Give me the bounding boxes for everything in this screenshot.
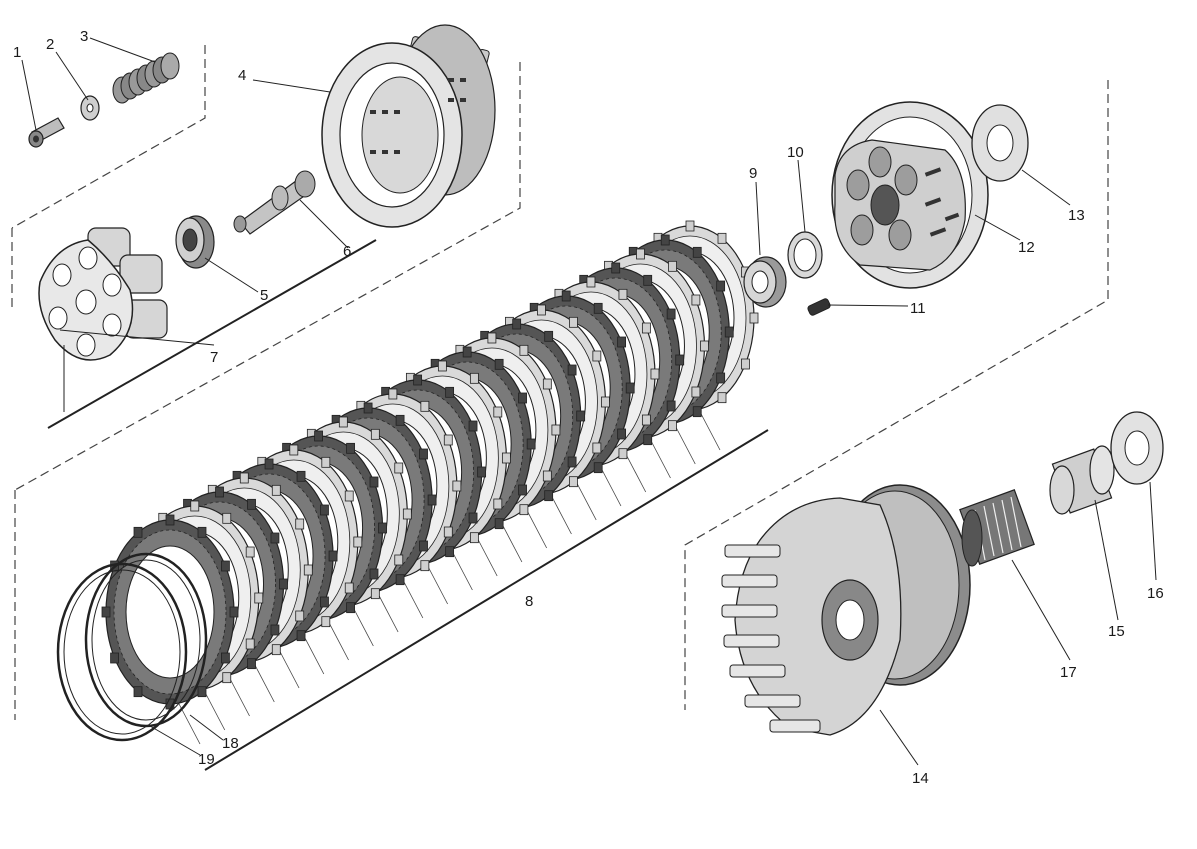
leader-lines [21,37,1157,766]
plate-hatch-line [450,547,473,591]
part-7-pressure-plate [38,227,168,361]
callout-1: 1 [13,44,21,61]
plate-hatch-line [202,687,226,731]
part-5-bearing [175,215,215,269]
plate-hatch-line [276,645,300,689]
plate-hatch-line [648,435,671,479]
callout-16: 16 [1147,585,1164,602]
part-14-clutch-housing [721,484,971,736]
part-11-spring [807,298,831,316]
plate-hatch-line [524,505,548,549]
group-outlines [11,45,1109,720]
part-10-lock-washer [787,231,823,279]
callout-12: 12 [1018,239,1035,256]
callout-14: 14 [912,770,929,787]
part-16-washer [1110,411,1164,485]
plate-hatch-line [326,617,349,661]
plate-hatch-line [549,491,572,535]
plate-hatch-line [573,477,597,521]
part-19-ring [56,562,188,742]
callout-13: 13 [1068,207,1085,224]
plate-hatch-line [623,449,647,493]
part-18-ring [84,552,208,728]
bracket-8 [204,429,769,771]
callout-17: 17 [1060,664,1077,681]
callout-2: 2 [46,36,54,53]
callout-18: 18 [222,735,239,752]
part-6-pushrod [233,170,316,235]
part-2-washer [80,95,100,121]
callout-7: 7 [210,349,218,366]
group-outline-top-right [14,62,521,491]
group-outline-hub [684,80,1109,710]
part-1-bolt [28,117,65,148]
callout-8: 8 [525,593,533,610]
plate-hatch-line [400,575,424,619]
callouts: 1 2 3 4 5 6 7 8 9 10 11 12 13 14 15 16 1… [13,28,1164,787]
callout-15: 15 [1108,623,1125,640]
part-9-nut [743,256,787,308]
bracket-lines [47,239,769,771]
callout-6: 6 [343,243,351,260]
callout-10: 10 [787,144,804,161]
plate-hatch-line [425,561,448,605]
plate-hatch-line [251,659,275,703]
part-17-needle-bearing [959,489,1035,567]
callout-11: 11 [910,300,926,317]
plate-hatch-line [350,603,374,647]
plate-hatch-line [499,519,523,563]
part-15-bushing [1049,445,1115,515]
part-4-cover [321,24,496,228]
callout-9: 9 [749,165,757,182]
part-12-clutch-hub [831,101,989,289]
callout-5: 5 [260,287,268,304]
plate-hatch-line [301,631,325,675]
plate-hatch-line [672,421,696,465]
callout-19: 19 [198,751,215,768]
callout-4: 4 [238,67,246,84]
group-outline-spring-bolt [11,45,206,229]
part-3-spring [112,52,180,104]
plate-hatch-line [474,533,498,577]
bracket-7 [47,239,377,429]
plate-hatch-line [227,673,250,717]
part-13-thrust-washer [971,104,1029,182]
part-8-clutch-plate-pack [101,220,759,745]
plate-hatch-line [598,463,622,507]
plate-hatch-line [697,407,721,451]
callout-3: 3 [80,28,88,45]
plate-hatch-line [375,589,399,633]
